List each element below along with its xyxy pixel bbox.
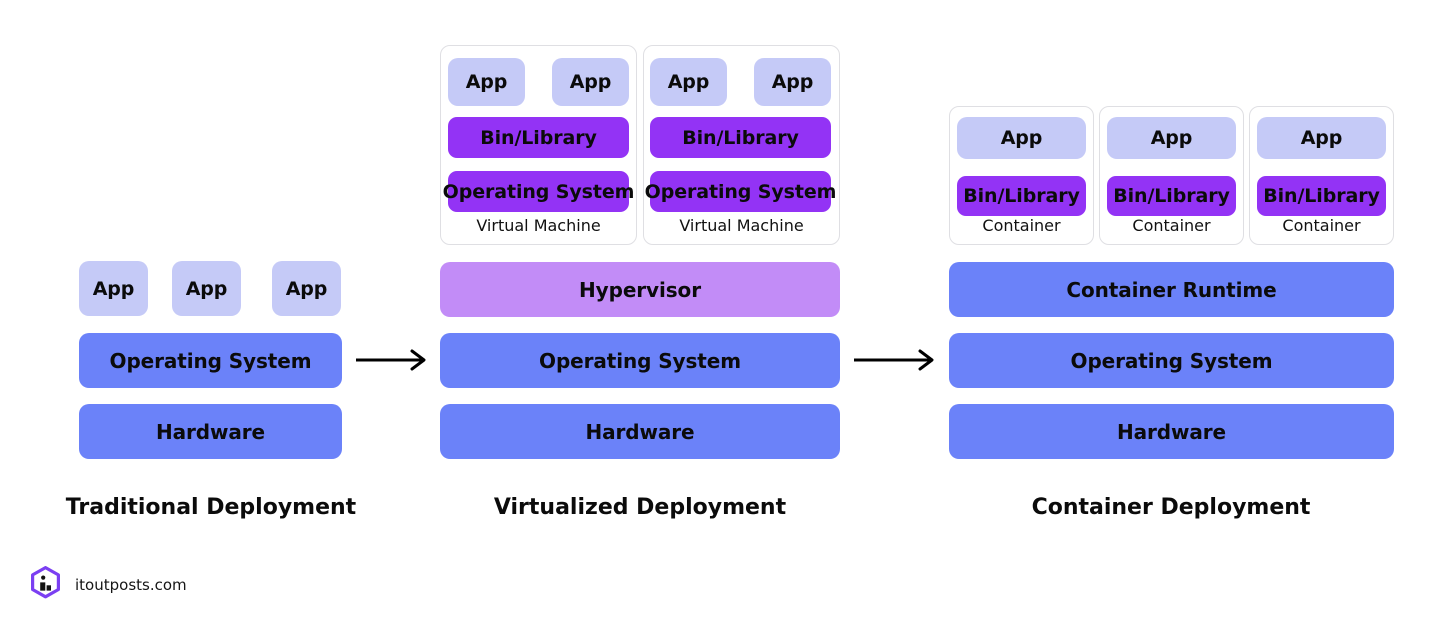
arrow-virtualized-to-container [852,348,938,376]
virtualized-operating-system-box: Operating System [440,333,840,388]
traditional-hardware-label: Hardware [155,419,265,444]
vm1-app-label-1: App [465,71,508,93]
traditional-app-label-2: App [185,277,228,300]
virtualized-hardware-label: Hardware [585,419,695,444]
container2-bin-library-box: Bin/Library [1107,176,1236,216]
brand-name: itoutposts.com [75,576,187,594]
vm1-app-label-2: App [569,71,612,93]
traditional-hardware-box: Hardware [79,404,342,459]
virtual-machine-caption-2: Virtual Machine [679,216,804,235]
vm1-operating-system-label: Operating System [442,180,635,203]
vm2-app-box-2: App [754,58,831,106]
container-hardware-label: Hardware [1116,419,1226,444]
traditional-deployment-title: Traditional Deployment [65,495,357,520]
vm2-bin-library-box: Bin/Library [650,117,831,158]
vm2-app-box-1: App [650,58,727,106]
vm1-app-box-1: App [448,58,525,106]
container3-bin-library-box: Bin/Library [1257,176,1386,216]
container-caption-3: Container [1282,216,1361,235]
arrow-traditional-to-virtualized [354,348,430,376]
container2-bin-library-label: Bin/Library [1113,185,1230,207]
virtual-machine-caption-1: Virtual Machine [476,216,601,235]
virtualized-hardware-box: Hardware [440,404,840,459]
vm2-operating-system-box: Operating System [645,171,836,212]
traditional-operating-system-box: Operating System [79,333,342,388]
virtualized-deployment-title: Virtualized Deployment [493,495,787,520]
container-hardware-box: Hardware [949,404,1394,459]
vm2-app-label-1: App [667,71,710,93]
traditional-app-label-1: App [92,277,135,300]
vm1-operating-system-box: Operating System [443,171,634,212]
container1-app-box: App [957,117,1086,159]
container3-app-box: App [1257,117,1386,159]
traditional-app-box-2: App [172,261,241,316]
container2-app-label: App [1150,127,1193,149]
container1-bin-library-box: Bin/Library [957,176,1086,216]
container1-app-label: App [1000,127,1043,149]
container-runtime-label: Container Runtime [1066,277,1277,302]
vm1-bin-library-label: Bin/Library [480,126,597,149]
container-caption-2: Container [1132,216,1211,235]
vm2-bin-library-label: Bin/Library [682,126,799,149]
hypervisor-box: Hypervisor [440,262,840,317]
traditional-app-box-3: App [272,261,341,316]
traditional-app-label-3: App [285,277,328,300]
hexagon-logo-icon [30,566,61,604]
container3-app-label: App [1300,127,1343,149]
container2-app-box: App [1107,117,1236,159]
container-runtime-box: Container Runtime [949,262,1394,317]
virtualized-operating-system-label: Operating System [539,348,741,373]
traditional-operating-system-label: Operating System [109,348,312,373]
vm2-app-label-2: App [771,71,814,93]
container-deployment-title: Container Deployment [1031,495,1311,520]
vm1-bin-library-box: Bin/Library [448,117,629,158]
vm2-operating-system-label: Operating System [644,180,837,203]
container-caption-1: Container [982,216,1061,235]
container3-bin-library-label: Bin/Library [1263,185,1380,207]
traditional-app-box-1: App [79,261,148,316]
vm1-app-box-2: App [552,58,629,106]
footer-brand: itoutposts.com [30,566,187,604]
container-operating-system-box: Operating System [949,333,1394,388]
container1-bin-library-label: Bin/Library [963,185,1080,207]
hypervisor-label: Hypervisor [579,277,701,302]
container-operating-system-label: Operating System [1070,348,1273,373]
